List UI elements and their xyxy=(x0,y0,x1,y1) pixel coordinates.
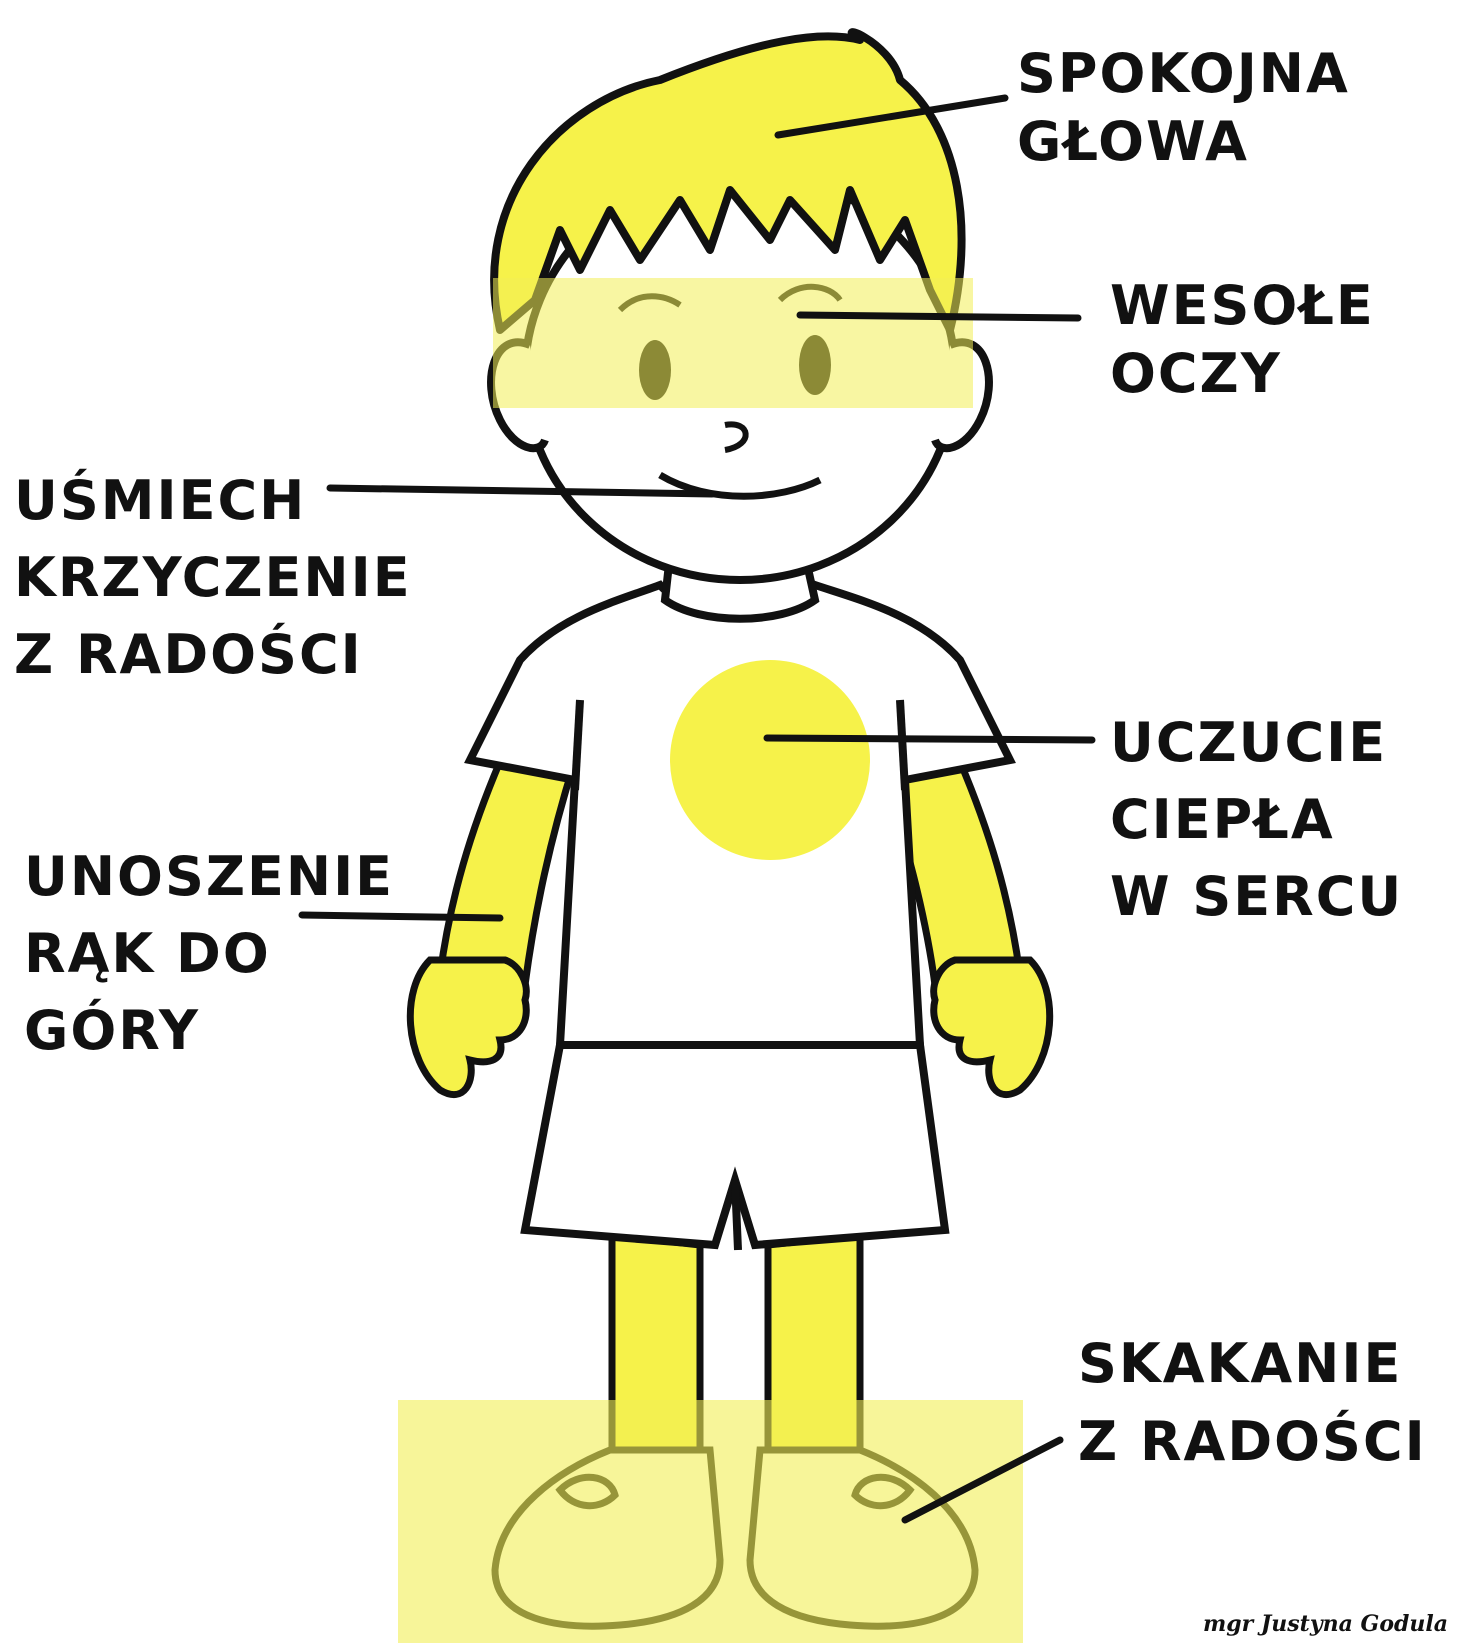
label-smile: UŚMIECH KRZYCZENIE Z RADOŚCI xyxy=(14,462,412,693)
heart-circle xyxy=(670,660,870,860)
feet-highlight-band xyxy=(398,1400,1023,1643)
label-head-line-2: GŁOWA xyxy=(1017,108,1350,176)
label-heart-line-3: W SERCU xyxy=(1110,858,1403,935)
label-legs-line-2: Z RADOŚCI xyxy=(1078,1403,1427,1481)
label-heart: UCZUCIE CIEPŁA W SERCU xyxy=(1110,704,1403,935)
eyes-highlight-band xyxy=(493,278,973,408)
label-arms-line-1: UNOSZENIE xyxy=(24,838,394,915)
label-smile-line-3: Z RADOŚCI xyxy=(14,616,412,693)
label-arms: UNOSZENIE RĄK DO GÓRY xyxy=(24,838,394,1069)
label-heart-line-1: UCZUCIE xyxy=(1110,704,1403,781)
shorts xyxy=(525,1045,945,1250)
label-smile-line-2: KRZYCZENIE xyxy=(14,539,412,616)
label-arms-line-3: GÓRY xyxy=(24,992,394,1069)
label-head-line-1: SPOKOJNA xyxy=(1017,40,1350,108)
label-heart-line-2: CIEPŁA xyxy=(1110,781,1403,858)
label-arms-line-2: RĄK DO xyxy=(24,915,394,992)
label-legs: SKAKANIE Z RADOŚCI xyxy=(1078,1325,1427,1481)
label-eyes-line-1: WESOŁE xyxy=(1110,272,1375,340)
label-smile-line-1: UŚMIECH xyxy=(14,462,412,539)
label-legs-line-1: SKAKANIE xyxy=(1078,1325,1427,1403)
label-eyes: WESOŁE OCZY xyxy=(1110,272,1375,408)
label-head: SPOKOJNA GŁOWA xyxy=(1017,40,1350,176)
author-signature: mgr Justyna Godula xyxy=(1203,1611,1448,1637)
label-eyes-line-2: OCZY xyxy=(1110,340,1375,408)
